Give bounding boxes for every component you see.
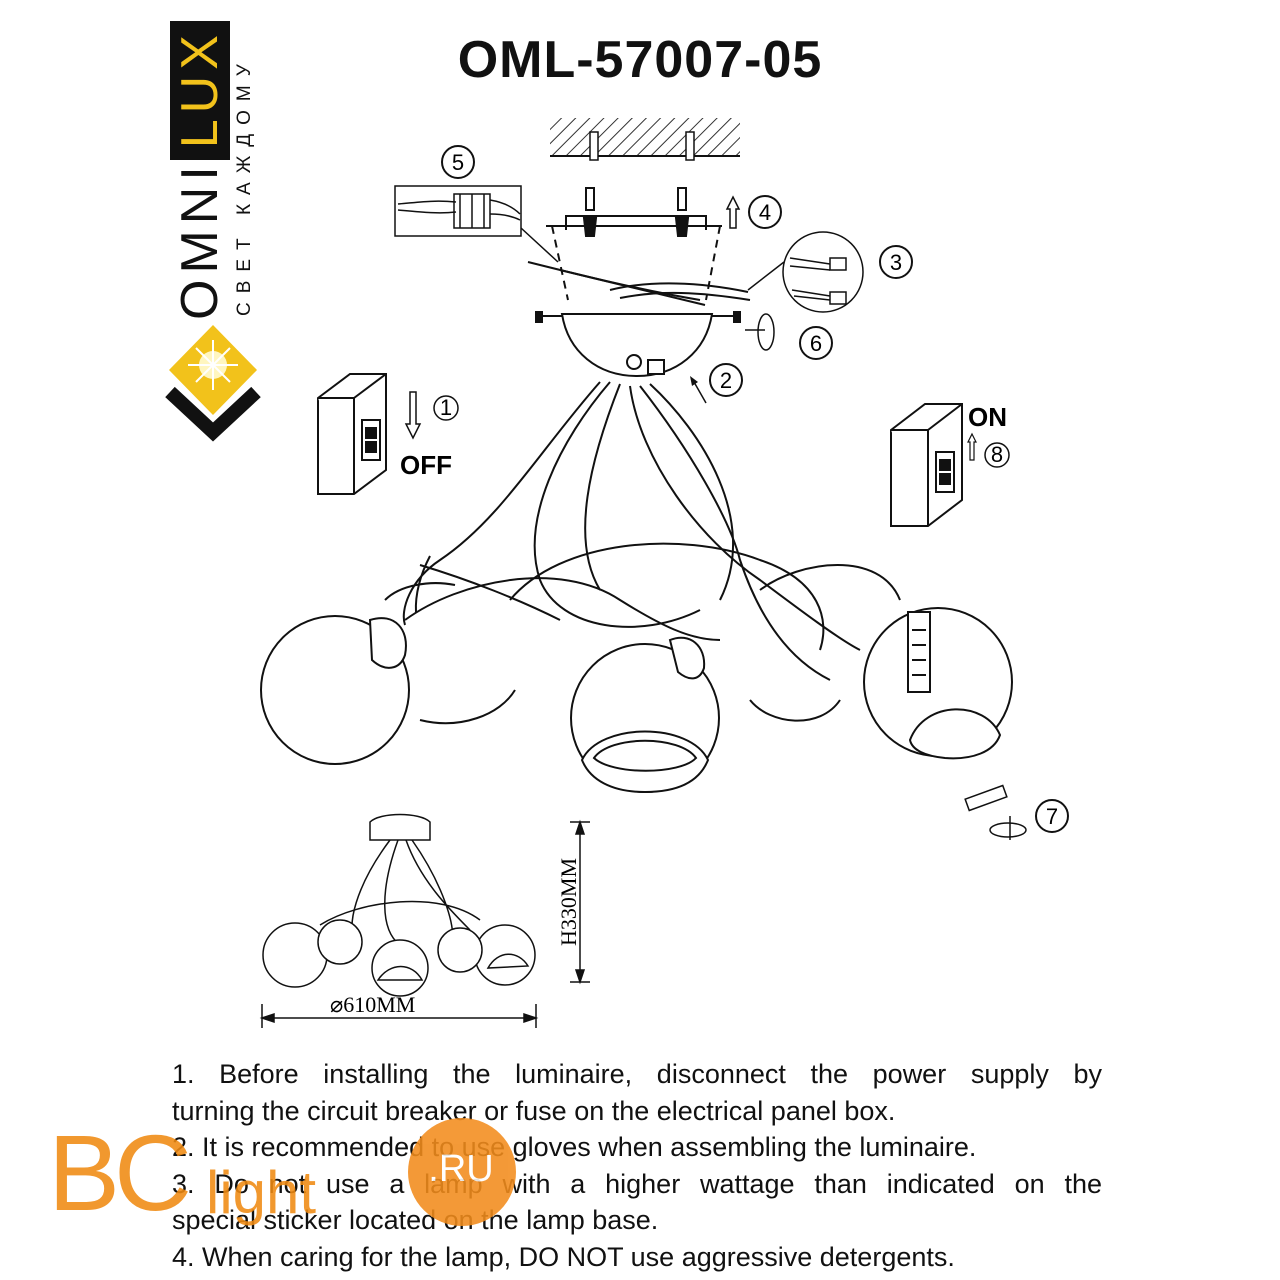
svg-text:5: 5 <box>452 150 464 175</box>
page-title: OML-57007-05 <box>457 31 823 89</box>
glass-shade-icon <box>384 582 516 725</box>
step-marker-1: 1 <box>433 395 459 421</box>
installation-diagram: 1 2 3 4 5 6 7 8 OFF ON H330MM ⌀610MM <box>165 118 1069 1028</box>
arrow-up-icon <box>725 195 741 229</box>
step-marker-2: 2 <box>709 363 743 397</box>
height-label: H330MM <box>556 858 581 946</box>
step-marker-8: 8 <box>984 442 1010 468</box>
step-marker-4: 4 <box>748 195 782 229</box>
svg-text:7: 7 <box>1046 804 1058 829</box>
svg-text:6: 6 <box>810 331 822 356</box>
step-marker-3: 3 <box>879 245 913 279</box>
switch-on-label: ON <box>968 402 1007 432</box>
wire-connector-icon <box>747 231 864 313</box>
glass-shade-icon <box>749 699 841 722</box>
watermark-prefix: BC <box>48 1112 192 1233</box>
mounting-bracket-icon <box>546 187 722 301</box>
instructions-list: 1. Before installing the luminaire, disc… <box>172 1056 1102 1275</box>
diameter-label: ⌀610MM <box>330 992 415 1017</box>
step-marker-6: 6 <box>799 326 833 360</box>
instruction-line: 4. When caring for the lamp, DO NOT use … <box>172 1241 955 1272</box>
glass-shade-icon <box>863 607 1013 760</box>
instruction-line: 1. Before installing the luminaire, disc… <box>172 1059 1102 1089</box>
wall-switch-off-icon <box>317 373 387 495</box>
step-marker-7: 7 <box>1035 799 1069 833</box>
svg-text:8: 8 <box>991 442 1003 467</box>
svg-text:3: 3 <box>890 250 902 275</box>
instruction-line: special sticker located on the lamp base… <box>172 1205 659 1235</box>
glass-shade-icon <box>570 636 720 794</box>
canopy-icon <box>535 311 741 378</box>
diameter-dimension-line <box>259 1004 539 1028</box>
ceiling-icon <box>550 118 740 161</box>
wall-switch-on-icon <box>890 403 963 527</box>
watermark-circle-icon <box>408 1118 516 1226</box>
instruction-line: turning the circuit breaker or fuse on t… <box>172 1095 896 1126</box>
overview-chandelier-icon <box>262 813 536 997</box>
wires-icon <box>527 261 751 306</box>
svg-text:2: 2 <box>720 368 732 393</box>
terminal-block-icon <box>394 185 559 263</box>
chandelier-arms-icon <box>402 381 901 681</box>
arrow-up-icon <box>690 376 707 404</box>
step-marker-5: 5 <box>441 145 475 179</box>
watermark-logo: BC light .RU <box>48 1112 516 1248</box>
watermark-word: light <box>206 1159 317 1226</box>
arrow-up-icon <box>967 432 977 461</box>
bulb-icon <box>964 784 1027 840</box>
watermark-suffix: .RU <box>428 1148 494 1190</box>
sun-logo-icon <box>165 325 261 442</box>
switch-off-label: OFF <box>400 450 452 480</box>
rotate-screw-icon <box>745 313 775 351</box>
instruction-line: 2. It is recommended to use gloves when … <box>172 1132 977 1162</box>
glass-shade-icon <box>260 615 410 765</box>
svg-text:1: 1 <box>440 395 452 420</box>
height-dimension-line <box>570 819 590 985</box>
arrow-down-icon <box>404 391 422 440</box>
svg-text:4: 4 <box>759 200 771 225</box>
instruction-line: 3. Do not use a lamp with a higher watta… <box>172 1168 1102 1199</box>
